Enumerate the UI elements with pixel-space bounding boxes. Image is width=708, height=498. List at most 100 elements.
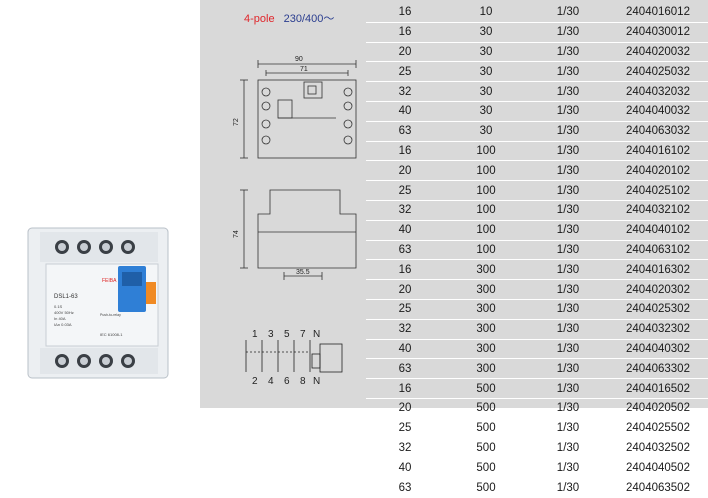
table-cell: 1/30 (528, 81, 608, 102)
table-cell: 1/30 (528, 339, 608, 360)
table-cell: 25 (366, 418, 444, 439)
dim-depth: 74 (233, 230, 240, 238)
table-cell: 10 (444, 3, 528, 23)
table-cell: 30 (444, 121, 528, 142)
table-cell: 2404063102 (608, 240, 708, 261)
table-cell: 2404020302 (608, 279, 708, 300)
table-cell: 2404040502 (608, 457, 708, 479)
table-cell: 20 (366, 398, 444, 419)
table-cell: 1/30 (528, 358, 608, 380)
table-cell: 2404016302 (608, 259, 708, 281)
table-cell: 500 (444, 418, 528, 439)
table-cell: 16 (366, 141, 444, 162)
table-cell: 300 (444, 299, 528, 320)
table-cell: 2404063302 (608, 358, 708, 380)
table-cell: 25 (366, 61, 444, 83)
table-cell: 1/30 (528, 200, 608, 221)
terminal-top-7: 7 (300, 329, 306, 340)
table-cell: 500 (444, 477, 528, 498)
dim-height: 72 (233, 118, 240, 126)
table-cell: 100 (444, 200, 528, 221)
rating-line-2: 400V 50Hz (54, 310, 74, 315)
table-cell: 1/30 (528, 418, 608, 439)
table-cell: 1/30 (528, 457, 608, 479)
table-cell: 1/30 (528, 477, 608, 498)
table-cell: 2404020502 (608, 398, 708, 419)
standard-label: IEC 61008-1 (100, 332, 123, 337)
table-cell: 100 (444, 220, 528, 241)
table-cell: 40 (366, 339, 444, 360)
rating-line-1: 0.1S (54, 304, 63, 309)
table-cell: 2404025302 (608, 299, 708, 320)
terminal-bottom-8: 8 (300, 376, 306, 387)
table-cell: 1/30 (528, 279, 608, 300)
dim-inner-width: 71 (300, 66, 308, 73)
bottom-screws (55, 354, 135, 368)
technical-drawing-panel: 4-pole 230/400～ 90 71 72 (200, 0, 366, 408)
table-cell: 40 (366, 101, 444, 122)
terminal-top-3: 3 (268, 329, 274, 340)
table-cell: 32 (366, 81, 444, 102)
terminal-bottom-4: 4 (268, 376, 274, 387)
device-model: DSL1-63 (54, 294, 78, 300)
table-cell: 32 (366, 200, 444, 221)
table-cell: 2404020102 (608, 160, 708, 182)
table-cell: 30 (444, 42, 528, 63)
table-cell: 20 (366, 160, 444, 182)
terminal-bottom-2: 2 (252, 376, 258, 387)
top-screws (55, 240, 135, 254)
table-cell: 16 (366, 378, 444, 399)
table-cell: 300 (444, 339, 528, 360)
table-cell: 1/30 (528, 121, 608, 142)
dim-rail: 35.5 (296, 269, 310, 276)
table-cell: 1/30 (528, 220, 608, 241)
rating-line-3: In 40A (54, 316, 66, 321)
table-cell: 1/30 (528, 101, 608, 122)
table-cell: 2404063032 (608, 121, 708, 142)
table-cell: 1/30 (528, 259, 608, 281)
table-cell: 2404016502 (608, 378, 708, 399)
table-cell: 2404040032 (608, 101, 708, 122)
table-cell: 1/30 (528, 42, 608, 63)
terminal-top-n: N (313, 329, 320, 340)
table-cell: 1/30 (528, 378, 608, 399)
table-cell: 20 (366, 279, 444, 300)
side-view-drawing (240, 189, 357, 280)
table-cell: 500 (444, 398, 528, 419)
table-cell: 2404020032 (608, 42, 708, 63)
table-cell: 63 (366, 477, 444, 498)
table-cell: 100 (444, 160, 528, 182)
product-photo: DSL1-63 FEIBA Push-to-relay 0.1S 400V 50… (27, 227, 169, 379)
table-cell: 40 (366, 220, 444, 241)
table-cell: 300 (444, 319, 528, 340)
table-cell: 1/30 (528, 438, 608, 459)
product-photo-panel: DSL1-63 FEIBA Push-to-relay 0.1S 400V 50… (0, 0, 200, 408)
table-cell: 30 (444, 61, 528, 83)
table-cell: 63 (366, 240, 444, 261)
table-cell: 2404025502 (608, 418, 708, 439)
table-cell: 1/30 (528, 3, 608, 23)
table-cell: 32 (366, 438, 444, 459)
spec-header: 4-pole 230/400～ (244, 10, 334, 26)
table-cell: 25 (366, 299, 444, 320)
terminal-top-1: 1 (252, 329, 258, 340)
rating-line-4: IΔn 0.03A (54, 322, 72, 327)
table-cell: 63 (366, 121, 444, 142)
table-cell: 2404030012 (608, 22, 708, 43)
table-cell: 16 (366, 3, 444, 23)
